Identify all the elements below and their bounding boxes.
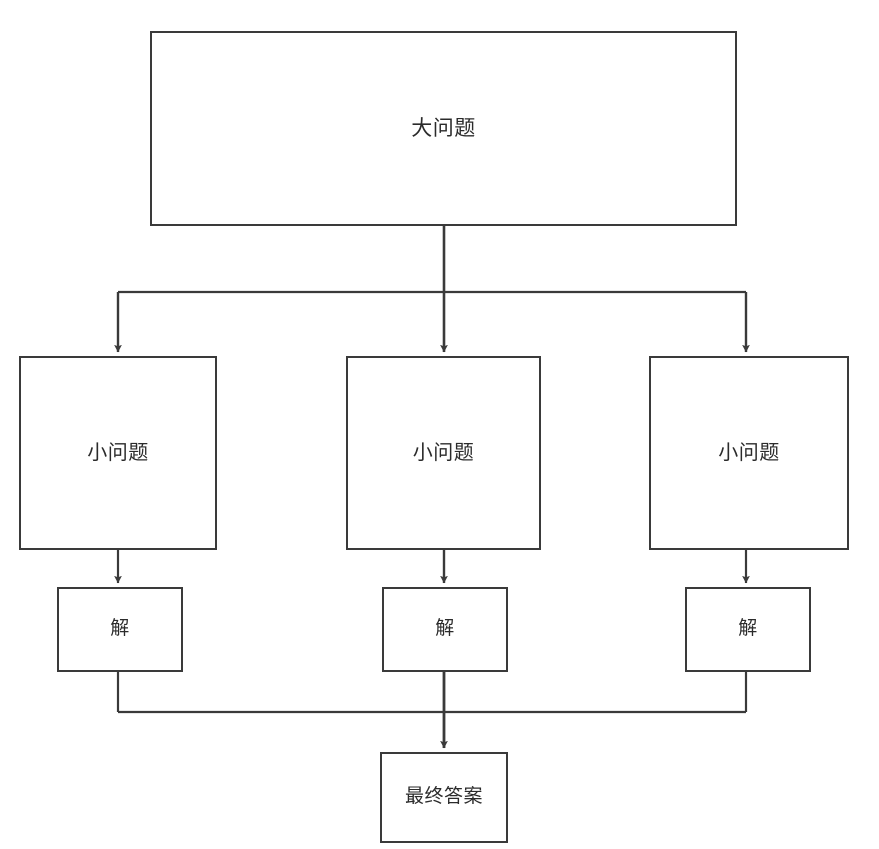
node-big-problem[interactable]: 大问题 (150, 31, 737, 226)
node-solution-1[interactable]: 解 (57, 587, 183, 672)
node-final-answer[interactable]: 最终答案 (380, 752, 508, 843)
node-final-answer-label: 最终答案 (404, 786, 483, 808)
node-sub-problem-3[interactable]: 小问题 (649, 356, 849, 550)
node-solution-2-label: 解 (435, 618, 455, 640)
node-solution-3[interactable]: 解 (685, 587, 811, 672)
node-solution-3-label: 解 (738, 618, 758, 640)
node-sub-problem-3-label: 小问题 (718, 442, 780, 464)
node-sub-problem-1-label: 小问题 (87, 442, 149, 464)
node-sub-problem-2[interactable]: 小问题 (346, 356, 541, 550)
node-solution-1-label: 解 (110, 618, 130, 640)
node-sub-problem-2-label: 小问题 (412, 442, 475, 464)
node-sub-problem-1[interactable]: 小问题 (19, 356, 217, 550)
node-big-problem-label: 大问题 (411, 116, 476, 140)
node-solution-2[interactable]: 解 (382, 587, 508, 672)
